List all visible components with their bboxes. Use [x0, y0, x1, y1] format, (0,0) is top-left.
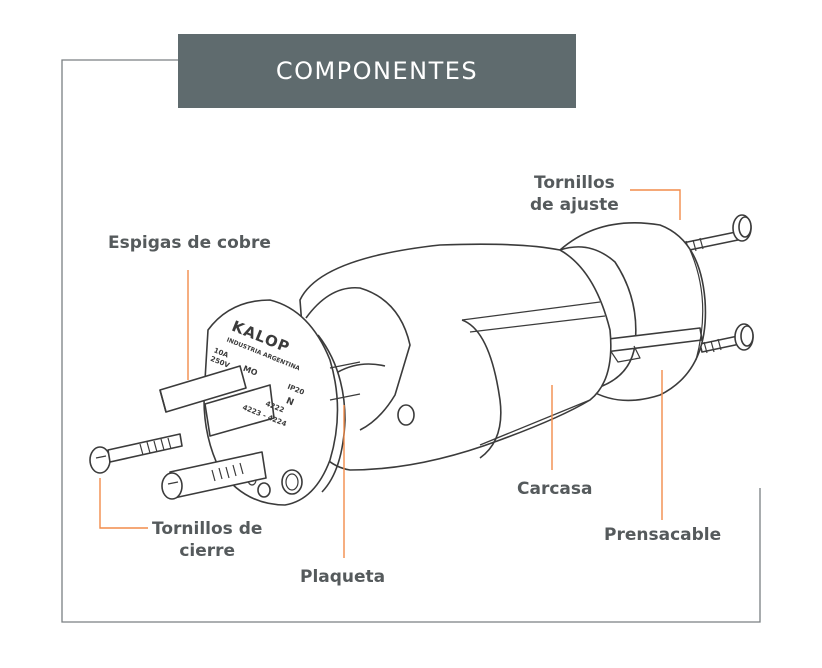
adjustment-screw-bottom [699, 323, 754, 354]
plate-neutral: N [284, 396, 295, 408]
plug-drawing [89, 214, 754, 506]
label-tornillos-cierre: Tornillos de cierre [152, 519, 263, 561]
housing [299, 243, 612, 471]
leader-tornillos-cierre [99, 478, 148, 529]
page-title: COMPONENTES [275, 57, 479, 85]
leader-lines [99, 189, 681, 558]
closing-screw-top [89, 433, 183, 474]
label-espigas: Espigas de cobre [108, 233, 271, 253]
label-prensacable: Prensacable [604, 525, 722, 545]
label-tornillos-ajuste: Tornillos de ajuste [530, 173, 619, 215]
title-banner: COMPONENTES [178, 34, 576, 108]
leader-tornillos-ajuste [630, 189, 681, 220]
closing-screw-bottom [161, 451, 267, 500]
frame-border [61, 59, 761, 623]
label-carcasa: Carcasa [517, 479, 593, 499]
label-plaqueta: Plaqueta [300, 567, 386, 587]
copper-pins [159, 365, 275, 437]
